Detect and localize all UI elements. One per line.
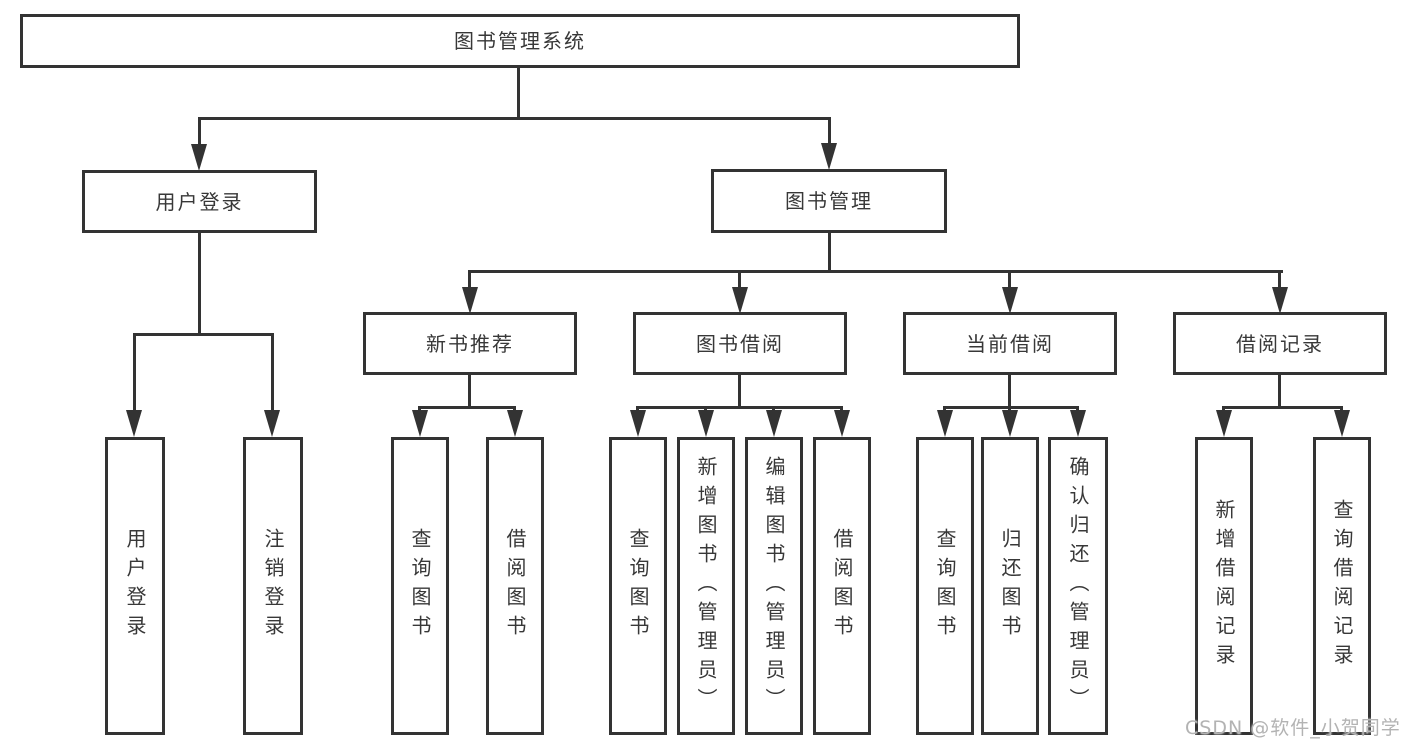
- connector-level2-branch: [469, 270, 1283, 273]
- node-current-borrowing: 当前借阅: [903, 312, 1117, 375]
- leaf-bb-query-books: 查询图书: [609, 437, 667, 735]
- arrowhead: [462, 287, 478, 314]
- leaf-nbr-query-books: 查询图书: [391, 437, 449, 735]
- leaf-bb-borrow-books: 借阅图书: [813, 437, 871, 735]
- arrowhead: [732, 287, 748, 314]
- leaf-cb-confirm-return-admin: 确认归还（管理员）: [1048, 437, 1108, 735]
- arrowhead: [834, 410, 850, 437]
- leaf-bb-add-book-admin: 新增图书（管理员）: [677, 437, 735, 735]
- connector-new-book-stem: [468, 375, 471, 409]
- watermark: CSDN @软件_小贺同学: [1185, 717, 1401, 739]
- arrowhead: [126, 410, 142, 437]
- arrowhead: [412, 410, 428, 437]
- connector-drop-leaf-logout: [271, 333, 274, 413]
- connector-root-stem: [517, 68, 520, 120]
- connector-drop-book-borrowing: [738, 270, 741, 290]
- arrowhead: [507, 410, 523, 437]
- arrowhead: [264, 410, 280, 437]
- leaf-br-query-borrow-record: 查询借阅记录: [1313, 437, 1371, 735]
- connector-drop-borrowing-records: [1278, 270, 1281, 290]
- connector-new-book-branch: [419, 406, 516, 409]
- connector-book-borrowing-stem: [738, 375, 741, 409]
- connector-drop-leaf-user-login: [133, 333, 136, 413]
- arrowhead: [1002, 410, 1018, 437]
- arrowhead: [1002, 287, 1018, 314]
- connector-level1-branch: [198, 117, 831, 120]
- connector-current-borrowing-branch: [944, 406, 1079, 409]
- arrowhead: [1334, 410, 1350, 437]
- arrowhead: [630, 410, 646, 437]
- node-borrowing-records: 借阅记录: [1173, 312, 1387, 375]
- leaf-cb-query-books: 查询图书: [916, 437, 974, 735]
- arrowhead: [937, 410, 953, 437]
- connector-drop-current-borrowing: [1008, 270, 1011, 290]
- connector-current-borrowing-stem: [1008, 375, 1011, 409]
- connector-drop-user-login: [198, 117, 201, 147]
- node-user-login: 用户登录: [82, 170, 317, 233]
- arrowhead: [1216, 410, 1232, 437]
- leaf-user-login: 用户登录: [105, 437, 165, 735]
- connector-user-login-branch: [133, 333, 274, 336]
- node-book-management: 图书管理: [711, 169, 947, 233]
- node-new-book-recommend: 新书推荐: [363, 312, 577, 375]
- connector-book-borrowing-branch: [637, 406, 843, 409]
- connector-drop-new-book: [468, 270, 471, 290]
- leaf-nbr-borrow-books: 借阅图书: [486, 437, 544, 735]
- arrowhead: [698, 410, 714, 437]
- arrowhead: [821, 143, 837, 170]
- arrowhead: [1070, 410, 1086, 437]
- arrowhead: [1272, 287, 1288, 314]
- connector-book-management-stem: [828, 233, 831, 273]
- arrowhead: [191, 144, 207, 171]
- node-root: 图书管理系统: [20, 14, 1020, 68]
- node-book-borrowing: 图书借阅: [633, 312, 847, 375]
- connector-borrowing-records-stem: [1278, 375, 1281, 409]
- connector-drop-book-management: [828, 117, 831, 146]
- leaf-cb-return-books: 归还图书: [981, 437, 1039, 735]
- leaf-br-add-borrow-record: 新增借阅记录: [1195, 437, 1253, 735]
- connector-user-login-stem: [198, 233, 201, 336]
- leaf-bb-edit-book-admin: 编辑图书（管理员）: [745, 437, 803, 735]
- arrowhead: [766, 410, 782, 437]
- leaf-logout: 注销登录: [243, 437, 303, 735]
- connector-borrowing-records-branch: [1223, 406, 1343, 409]
